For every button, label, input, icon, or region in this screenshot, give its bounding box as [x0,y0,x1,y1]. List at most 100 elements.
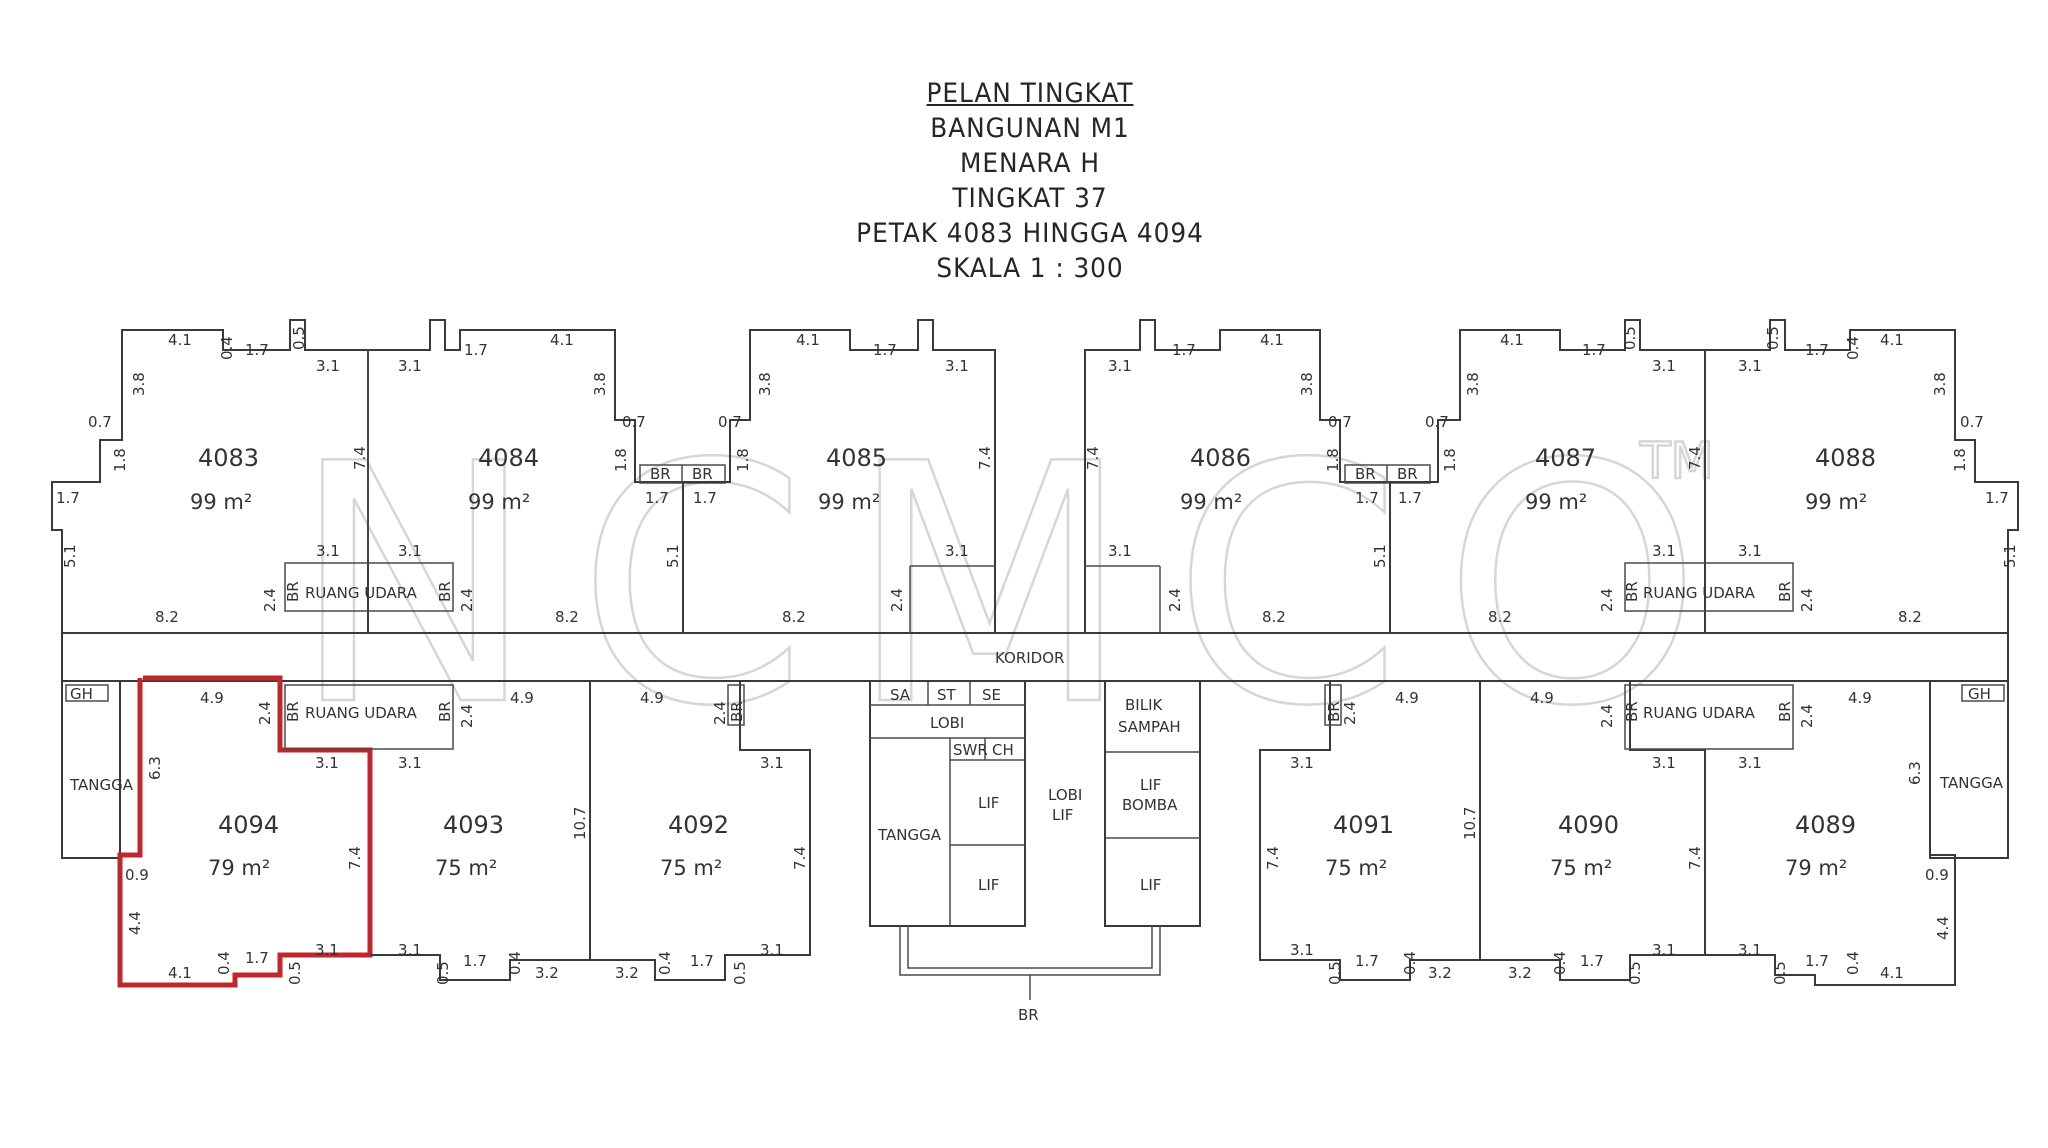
dim-label: 1.7 [693,489,717,507]
dim-label: 0.9 [1925,866,1949,884]
unit-4091-area: 75 m² [1325,856,1387,880]
dim-label: 1.8 [734,448,752,472]
dim-label: 1.7 [1582,341,1606,359]
dim-label: 0.5 [286,961,304,985]
dim-label: 2.4 [458,704,476,728]
dim-label: 0.5 [1326,961,1344,985]
title-line-1: PELAN TINGKAT [926,78,1134,109]
dim-label: 1.7 [1355,489,1379,507]
swr-label: SWR [953,741,988,759]
unit-4084-outline [368,319,684,633]
unit-4083-number: 4083 [198,444,259,472]
unit-4091-number: 4091 [1333,811,1394,839]
dim-label: 3.1 [1108,542,1132,560]
unit-4083-area: 99 m² [190,490,252,514]
stair-left-outline [61,681,121,859]
balcony-br-pair-2: BR BR 1.7 1.7 [1344,464,1431,507]
br-box [727,684,745,726]
lift-label: LIF [1140,876,1161,894]
dim-label: 1.7 [245,949,269,967]
dim-label: 7.4 [346,846,364,870]
br-label: BR [650,465,671,483]
title-block: PELAN TINGKAT BANGUNAN M1 MENARA H TINGK… [772,76,1287,286]
dim-label: 4.9 [1395,689,1419,707]
unit-4089: 4089 79 m² 4.9 3.1 3.1 1.7 4.1 0.9 4.4 6… [1705,681,1956,986]
dim-label: 0.4 [1844,951,1862,975]
br-label: BR [1623,581,1641,602]
dim-label: 4.1 [796,331,820,349]
lobby-label: LOBI [930,714,964,732]
unit-4092-number: 4092 [668,811,729,839]
corridor-label: KORIDOR [995,649,1064,667]
unit-4093: 4093 75 m² 4.9 3.1 3.1 1.7 3.2 10.7 0.5 … [370,681,591,985]
dim-label: 4.1 [168,964,192,982]
dim-label: 3.8 [1298,372,1316,396]
dim-label: 1.7 [1355,952,1379,970]
br-label: BR [1776,701,1794,722]
dim-label: 1.8 [1951,448,1969,472]
dim-label: 3.1 [1738,542,1762,560]
unit-4090: 4090 75 m² 4.9 3.1 3.1 1.7 3.2 7.4 0.4 0… [1480,681,1706,985]
dim-label: 2.4 [1798,588,1816,612]
dim-label: 3.1 [1290,941,1314,959]
air-well-box [284,684,454,750]
dim-label: 3.1 [1738,754,1762,772]
br-label: BR [436,581,454,602]
dim-label: 2.4 [1798,704,1816,728]
core-left-outline [869,680,1026,927]
dim-label: 2.4 [261,588,279,612]
gh-box [1961,684,2005,702]
unit-4093-area: 75 m² [435,856,497,880]
upper-row: 4083 99 m² 4.1 1.7 3.1 0.7 1.7 8.2 3.1 5… [51,319,2019,633]
dim-label: 4.4 [1934,916,1952,940]
dim-label: 1.7 [1985,489,2009,507]
dim-label: 0.4 [215,951,233,975]
dim-label: 0.5 [434,961,452,985]
dim-label: 3.1 [945,357,969,375]
gh-box [65,684,109,702]
dim-label: 8.2 [1898,608,1922,626]
dim-label: 4.1 [1880,964,1904,982]
dim-label: 2.4 [1166,588,1184,612]
unit-4089-number: 4089 [1795,811,1856,839]
unit-4094-area: 79 m² [208,856,270,880]
unit-4087-area: 99 m² [1525,490,1587,514]
unit-4087-number: 4087 [1535,444,1596,472]
unit-4089-area: 79 m² [1785,856,1847,880]
unit-4085-outline [682,319,996,633]
lower-row: GH TANGGA 4094 79 m² 4.9 3.1 3.1 1.7 4.1… [61,675,2009,1024]
dim-label: 3.2 [535,964,559,982]
dim-label: 0.7 [622,413,646,431]
unit-4092: 4092 75 m² 4.9 3.1 3.1 1.7 3.2 7.4 2.4 0… [590,681,811,985]
unit-4092-area: 75 m² [660,856,722,880]
dim-label: 1.7 [1172,341,1196,359]
dim-label: 3.1 [1108,357,1132,375]
dim-label: 3.1 [1290,754,1314,772]
title-line-3: MENARA H [960,148,1100,179]
dim-label: 5.1 [664,544,682,568]
dim-label: 1.7 [464,341,488,359]
dim-label: 10.7 [1461,807,1479,840]
dim-label: 4.1 [168,331,192,349]
dim-label: 5.1 [61,544,79,568]
core: SA ST SE LOBI SWR CH TANGGA LIF LIF LOBI… [869,680,1201,1024]
dim-label: 0.7 [1960,413,1984,431]
dim-label: 2.4 [458,588,476,612]
dim-label: 3.8 [1464,372,1482,396]
unit-4091: 4091 75 m² 4.9 3.1 3.1 1.7 3.2 7.4 10.7 … [1259,681,1481,985]
dim-label: 5.1 [1371,544,1389,568]
br-label: BR [1325,701,1343,722]
air-well-label: RUANG UDARA [305,704,418,722]
dim-label: 0.4 [218,336,236,360]
dim-label: 4.9 [1848,689,1872,707]
unit-4088: 4088 99 m² 4.1 1.7 3.1 3.1 8.2 0.7 1.7 5… [1705,319,2019,633]
unit-4084-area: 99 m² [468,490,530,514]
unit-4088-area: 99 m² [1805,490,1867,514]
br-label: BR [1018,1006,1039,1024]
title-line-6: SKALA 1 : 300 [936,253,1124,284]
title-line-2: BANGUNAN M1 [930,113,1130,144]
br-box [1324,684,1342,726]
unit-4088-outline [1705,319,2019,633]
dim-label: 1.7 [56,489,80,507]
dim-label: 0.5 [1771,961,1789,985]
